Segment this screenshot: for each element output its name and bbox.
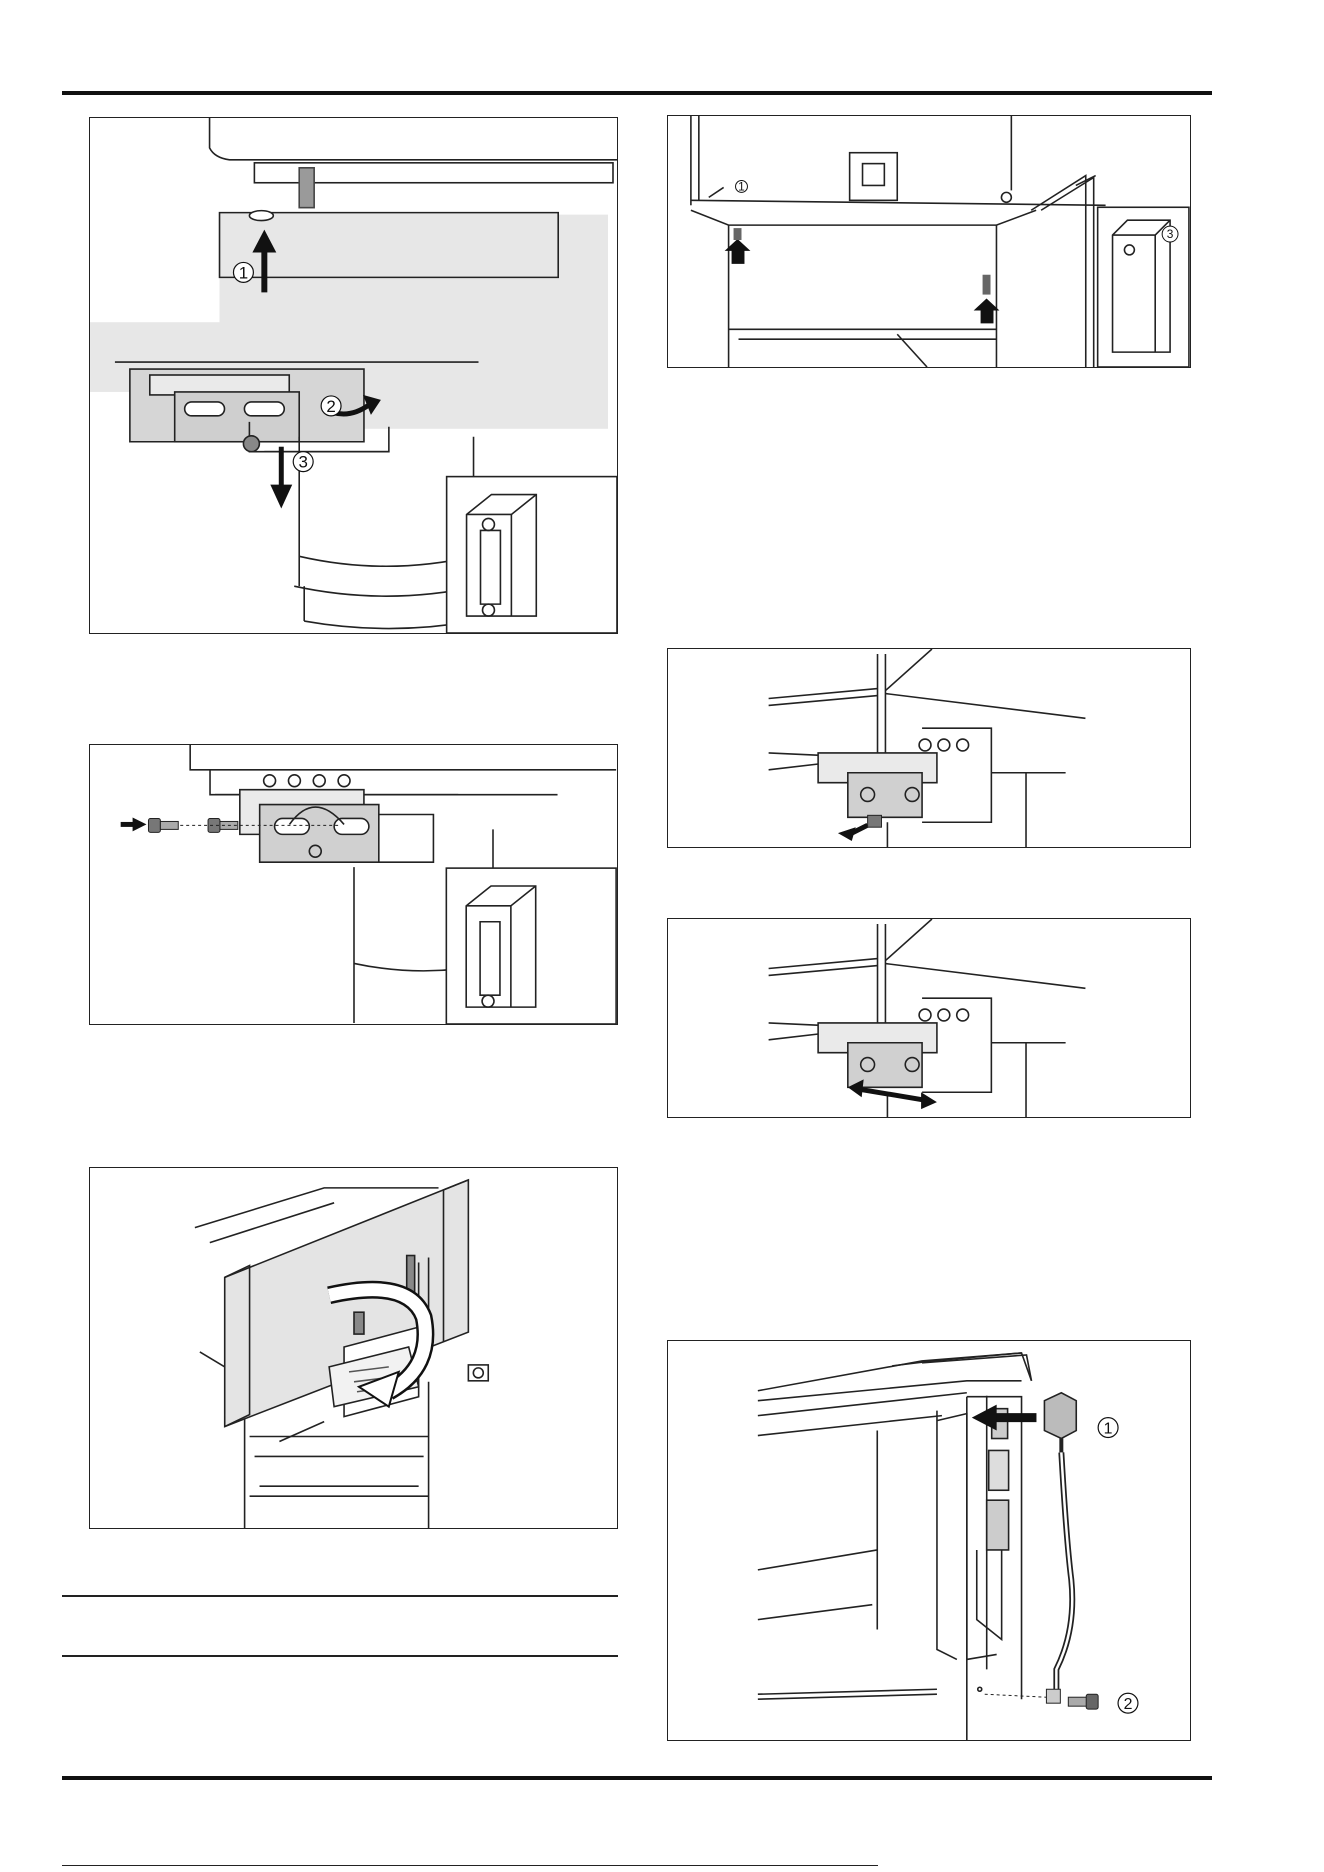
hinge-screws-illustration	[90, 745, 617, 1024]
hinge-removal-illustration: 1 2 3	[90, 118, 617, 633]
callout-1: 1	[1104, 1421, 1113, 1438]
callout-1: 1	[239, 263, 248, 282]
callout-2: 2	[1124, 1696, 1133, 1713]
callout-3: 3	[298, 453, 307, 472]
callout-3: 3	[1167, 227, 1174, 241]
figure-hinge-screws	[89, 744, 618, 1025]
divider-rule-2	[62, 1655, 618, 1657]
callout-2: 2	[326, 397, 335, 416]
callout-1: 1	[738, 179, 745, 193]
door-swing-illustration	[90, 1168, 617, 1528]
footer-rule	[62, 1865, 878, 1866]
figure-cover-screws: 1 3	[667, 115, 1191, 368]
hinge-adjust-illustration	[668, 919, 1190, 1117]
divider-rule-1	[62, 1595, 618, 1597]
hinge-screw-removal-illustration	[668, 649, 1190, 847]
figure-door-swing	[89, 1167, 618, 1529]
cover-screws-illustration: 1 3	[668, 116, 1190, 367]
figure-power-connector: 1 2	[667, 1340, 1191, 1741]
figure-hinge-removal: 1 2 3	[89, 117, 618, 634]
top-rule	[62, 91, 1212, 95]
power-connector-illustration: 1 2	[668, 1341, 1190, 1740]
figure-hinge-adjust	[667, 918, 1191, 1118]
bottom-rule	[62, 1776, 1212, 1780]
figure-hinge-screw-removal	[667, 648, 1191, 848]
